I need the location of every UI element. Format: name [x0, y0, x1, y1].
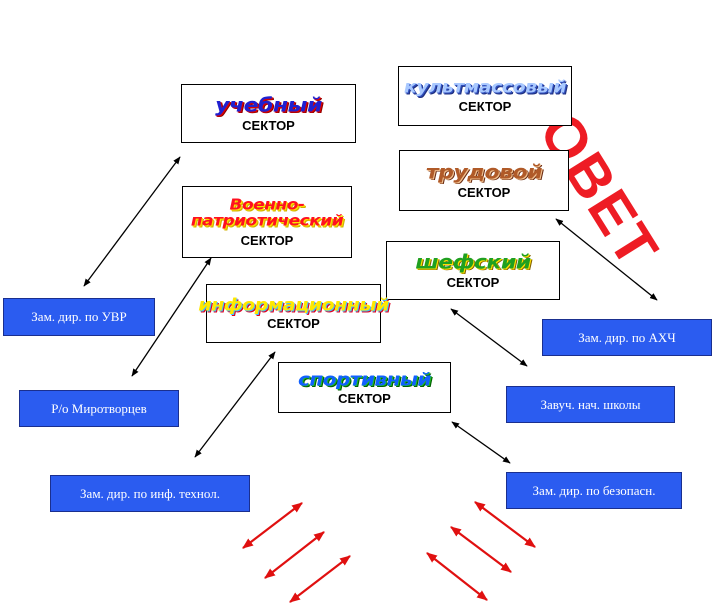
red-arrow-right-1: [474, 501, 536, 548]
staff-ahch[interactable]: Зам. дир. по АХЧ: [542, 319, 712, 356]
red-arrow-left-2: [264, 531, 325, 579]
sector-name: Военно-патриотический: [190, 196, 344, 231]
sector-label: СЕКТОР: [338, 391, 391, 406]
red-arrow-left-3: [289, 555, 351, 603]
red-arrow-right-2: [450, 526, 512, 573]
arrow-inftech-inform: [194, 351, 276, 458]
sector-uchebny[interactable]: учебный СЕКТОР: [181, 84, 356, 143]
sector-name: трудовой: [425, 161, 543, 184]
sector-name: спортивный: [298, 368, 431, 390]
sector-shefsky[interactable]: шефский СЕКТОР: [386, 241, 560, 300]
sector-name: учебный: [215, 94, 322, 117]
sector-label: СЕКТОР: [458, 98, 512, 114]
red-arrow-left-1: [242, 502, 303, 549]
arrow-trudovoy-ahch: [555, 218, 658, 301]
sector-label: СЕКТОР: [242, 118, 295, 134]
sector-label: СЕКТОР: [446, 275, 500, 291]
staff-nach-shkoly[interactable]: Завуч. нач. школы: [506, 386, 675, 423]
sector-voenno[interactable]: Военно-патриотический СЕКТОР: [182, 186, 352, 258]
red-arrow-right-3: [426, 552, 488, 601]
sector-sport[interactable]: спортивный СЕКТОР: [278, 362, 451, 413]
sector-inform[interactable]: информационный СЕКТОР: [198, 284, 389, 343]
staff-bezopasn[interactable]: Зам. дир. по безопасн.: [506, 472, 682, 509]
sector-name: шефский: [415, 251, 531, 274]
sector-label: СЕКТОР: [457, 185, 511, 201]
sector-label: СЕКТОР: [267, 316, 320, 332]
sector-kultmass[interactable]: культмассовый СЕКТОР: [398, 66, 572, 126]
sector-name: культмассовый: [403, 77, 567, 98]
staff-uvr[interactable]: Зам. дир. по УВР: [3, 298, 155, 336]
staff-mirotvortsy[interactable]: Р/о Миротворцев: [19, 390, 179, 427]
arrow-sport-bezopasn: [451, 421, 511, 464]
sector-trudovoy[interactable]: трудовой СЕКТОР: [399, 150, 569, 211]
sector-name: информационный: [198, 294, 389, 315]
arrow-shefsky-nachshkoly: [450, 308, 528, 367]
sector-label: СЕКТОР: [240, 232, 294, 248]
arrow-mirotvortsy-voenno: [131, 257, 212, 377]
staff-inf-tech[interactable]: Зам. дир. по инф. технол.: [50, 475, 250, 512]
arrow-uvr-uchebny: [83, 156, 181, 287]
